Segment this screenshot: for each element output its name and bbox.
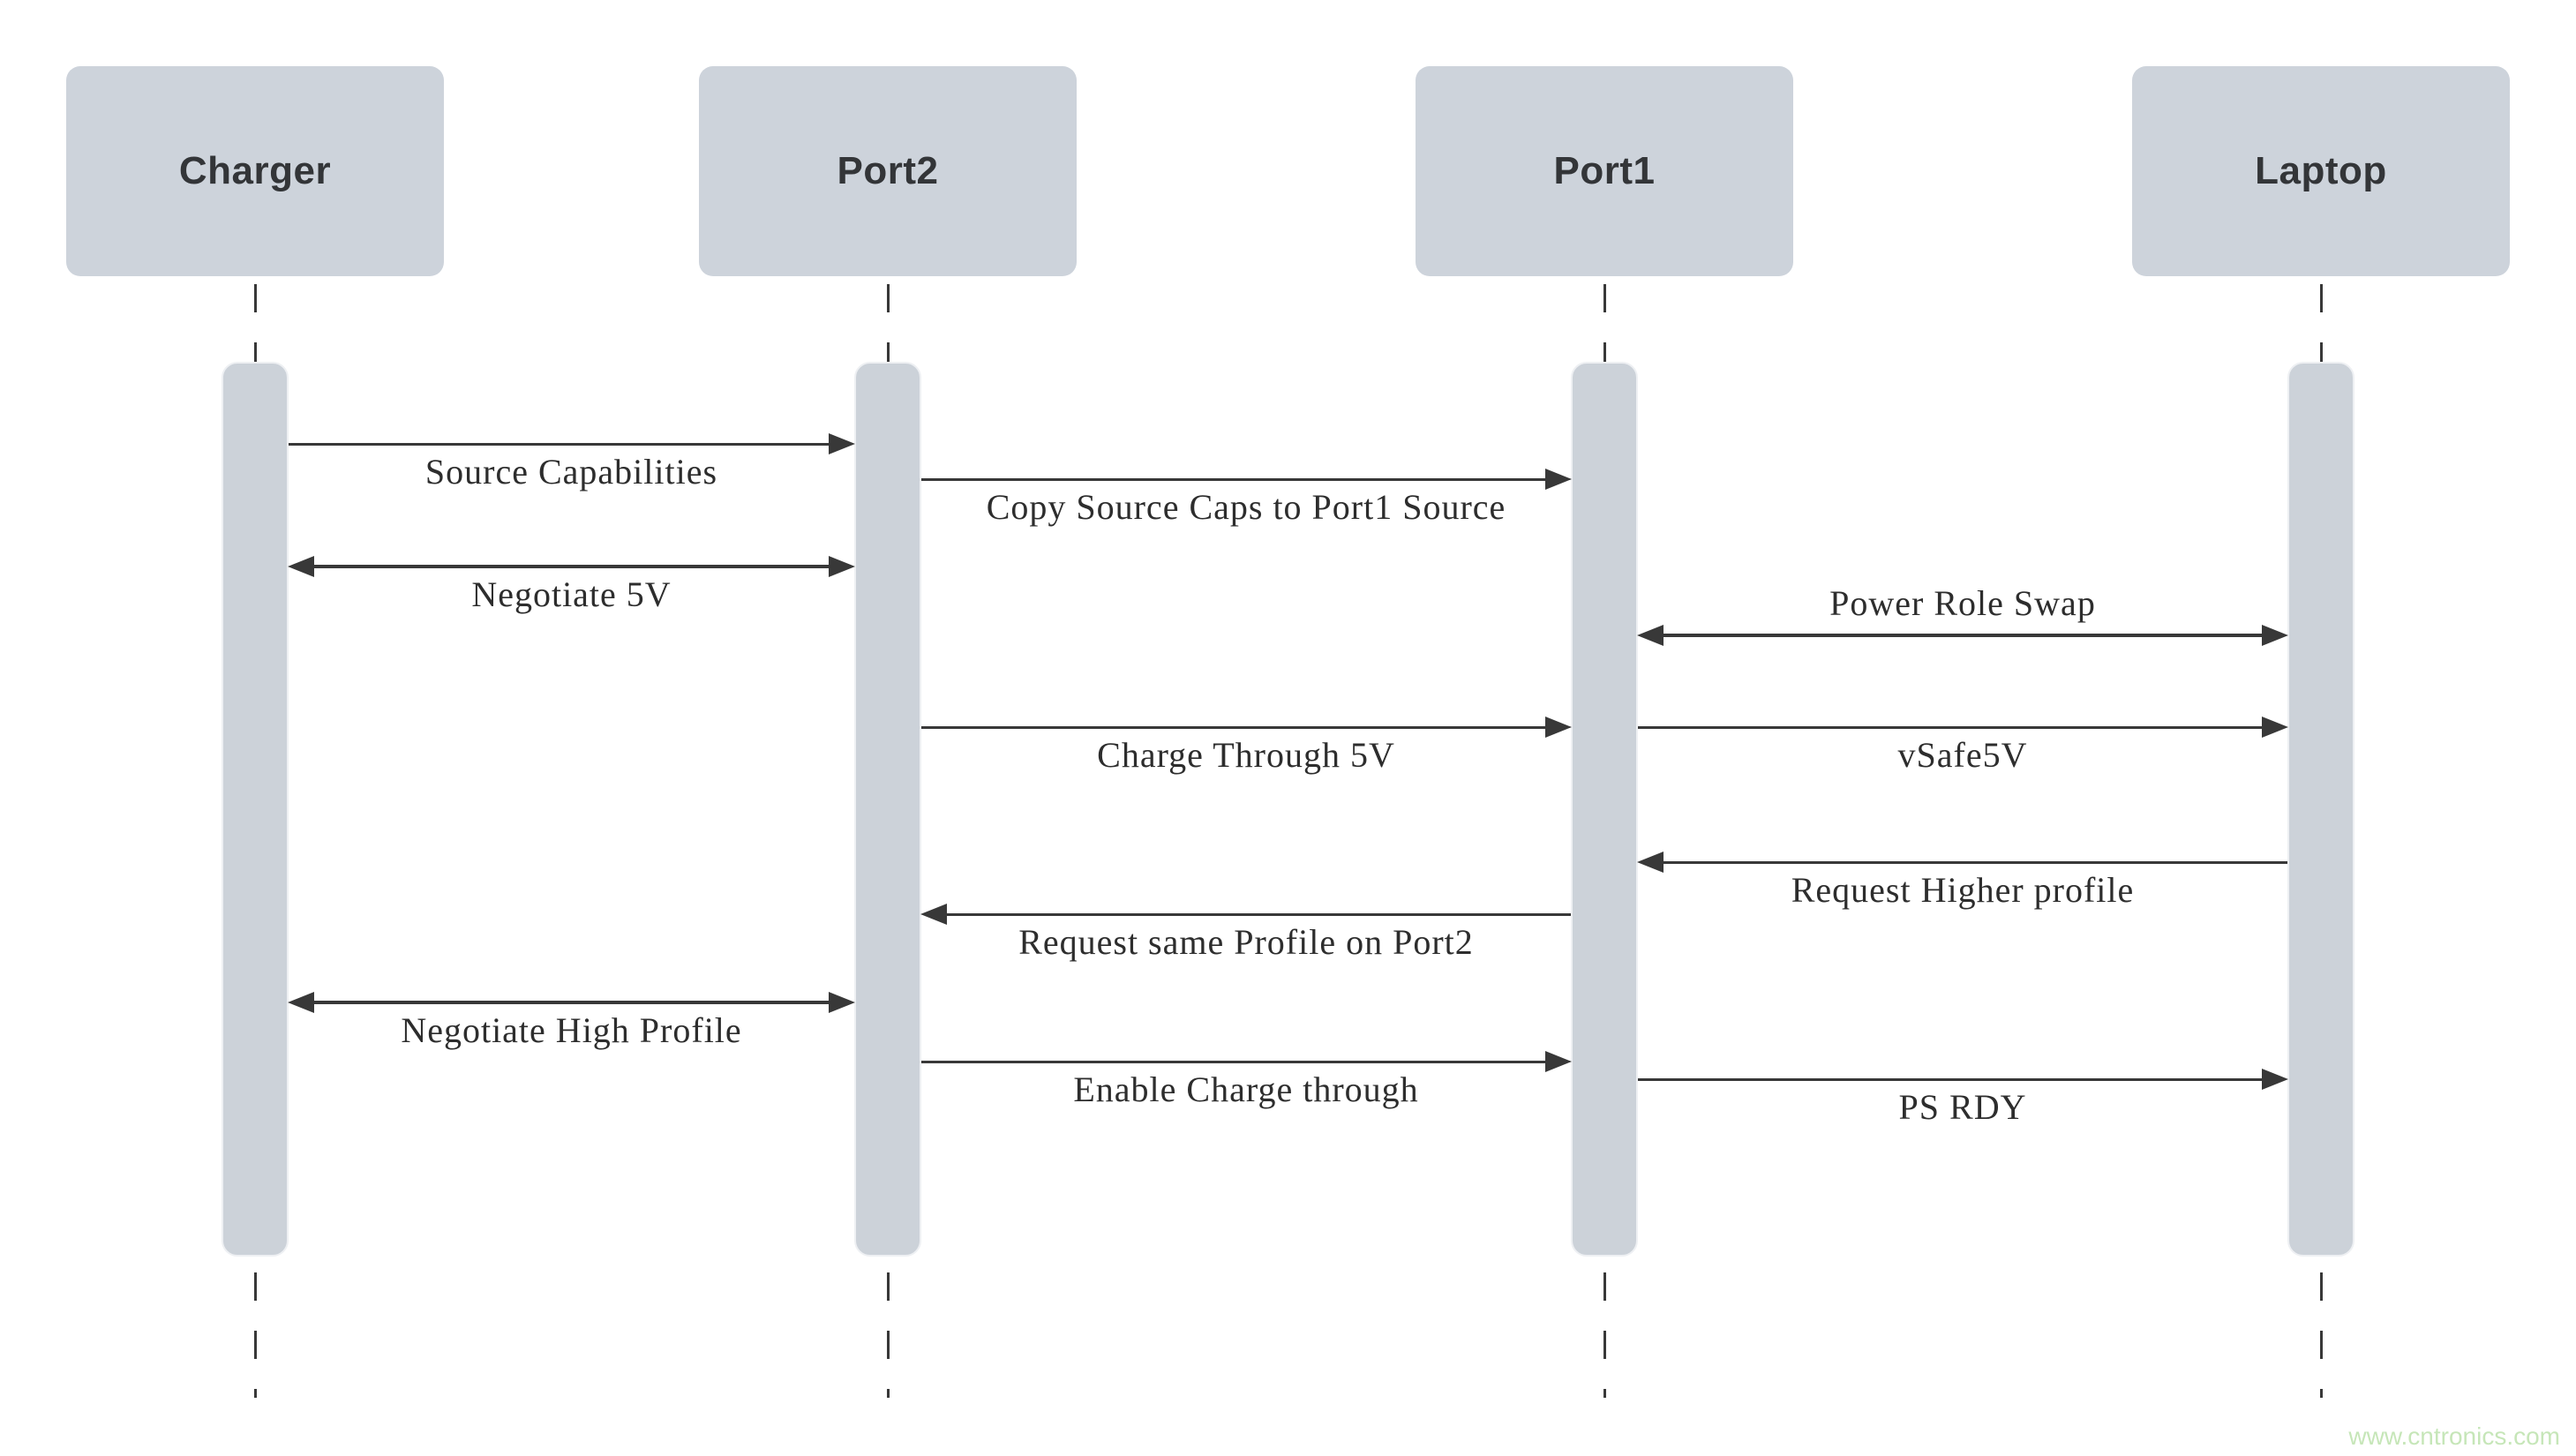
message-label: Request Higher profile [1791,870,2135,910]
activation-bar-charger [222,362,289,1257]
actor-box-port1: Port1 [1416,66,1793,276]
arrow-line [921,478,1564,481]
lifeline-bottom-laptop [2320,1272,2323,1398]
actor-box-laptop: Laptop [2132,66,2510,276]
arrow-line [921,726,1564,729]
message-label: Request same Profile on Port2 [1018,922,1474,962]
arrow-line [289,443,847,446]
message-label: Charge Through 5V [1097,735,1395,775]
arrow-line [1638,726,2280,729]
arrow-line [1638,1078,2280,1081]
lifeline-top-laptop [2320,284,2323,364]
message-label: Negotiate 5V [471,574,672,614]
actor-name-port1: Port1 [1553,149,1656,192]
arrow-line [1645,861,2287,864]
actor-name-charger: Charger [178,149,332,192]
message-label: PS RDY [1898,1087,2027,1127]
arrow-line [928,913,1571,916]
message-label: Enable Charge through [1073,1069,1419,1109]
actor-name-port2: Port2 [837,149,939,192]
arrow-line [1645,634,2280,637]
message-label: vSafe5V [1897,735,2028,775]
arrow-line [921,1061,1564,1063]
lifeline-top-port1 [1603,284,1606,364]
activation-bar-port1 [1571,362,1638,1257]
lifeline-bottom-charger [254,1272,257,1398]
message-label: Source Capabilities [424,452,718,492]
actor-box-charger: Charger [66,66,444,276]
activation-bar-laptop [2287,362,2354,1257]
message-label: Negotiate High Profile [401,1010,742,1050]
lifeline-top-charger [254,284,257,364]
lifeline-bottom-port2 [887,1272,890,1398]
arrow-line [296,565,847,568]
arrow-line [296,1001,847,1004]
actor-box-port2: Port2 [699,66,1077,276]
activation-bar-port2 [854,362,921,1257]
actor-name-laptop: Laptop [2255,149,2387,192]
lifeline-top-port2 [887,284,890,364]
watermark-text: www.cntronics.com [2348,1422,2560,1450]
message-label: Copy Source Caps to Port1 Source [986,487,1506,527]
lifeline-bottom-port1 [1603,1272,1606,1398]
message-label: Power Role Swap [1829,583,2096,623]
